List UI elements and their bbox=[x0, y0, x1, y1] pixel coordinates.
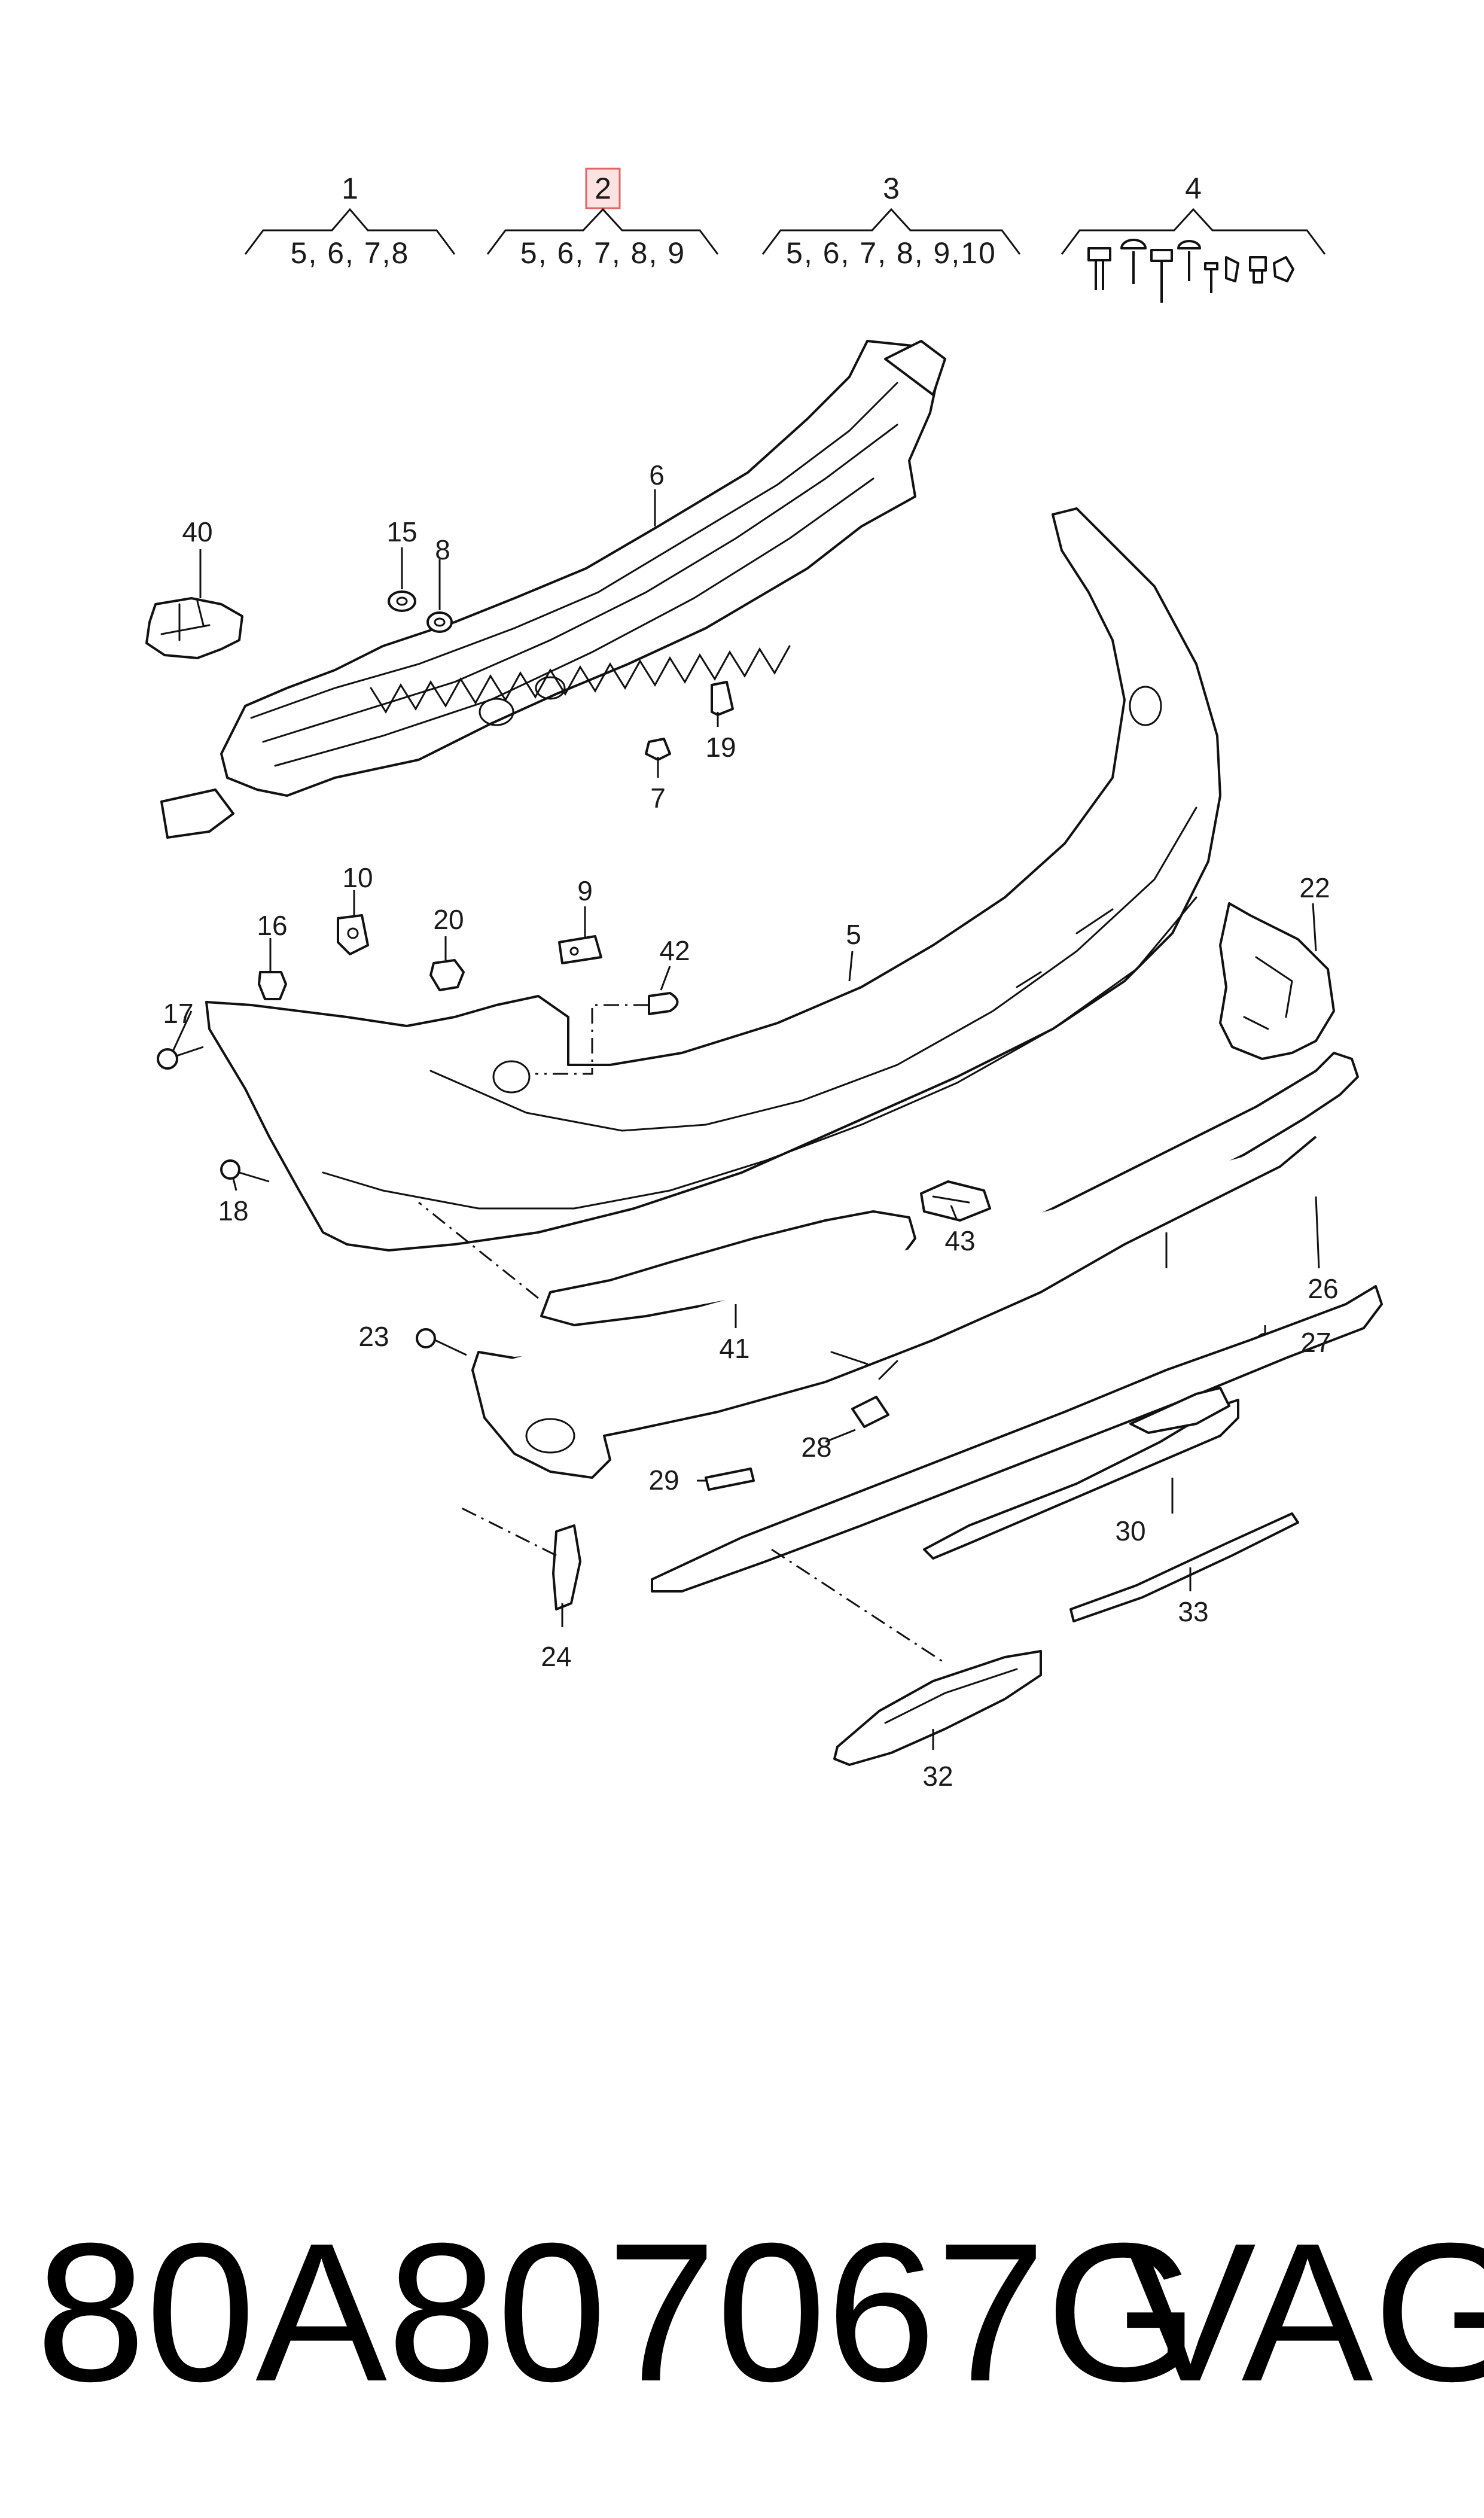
holder-9 bbox=[558, 935, 602, 964]
callout-23: 23 bbox=[358, 1321, 389, 1352]
fastener-set-icon bbox=[1087, 239, 1294, 303]
bracket-40 bbox=[145, 597, 243, 659]
callouts: 40 15 8 6 19 7 10 16 20 9 42 5 22 17 18 … bbox=[163, 459, 1338, 1792]
callout-26: 26 bbox=[1308, 1273, 1338, 1304]
nut-20 bbox=[429, 959, 465, 991]
callout-29: 29 bbox=[648, 1464, 679, 1496]
callout-9: 9 bbox=[577, 875, 593, 906]
kit-2-contents: 5, 6, 7, 8, 9 bbox=[520, 236, 685, 270]
callout-5: 5 bbox=[846, 919, 861, 950]
callout-15: 15 bbox=[386, 516, 417, 547]
screw-23 bbox=[416, 1328, 467, 1356]
cap-28 bbox=[851, 1396, 889, 1428]
callout-leaders bbox=[172, 489, 1320, 1627]
valance-26 bbox=[471, 1052, 1359, 1479]
callout-19: 19 bbox=[705, 732, 736, 763]
callout-42: 42 bbox=[659, 935, 690, 966]
trim-30 bbox=[651, 1285, 1383, 1664]
callout-33: 33 bbox=[1178, 1596, 1208, 1627]
callout-27: 27 bbox=[1300, 1327, 1331, 1358]
kit-4-number: 4 bbox=[1185, 172, 1202, 205]
strip-33 bbox=[1069, 1512, 1299, 1622]
nut-15 bbox=[388, 590, 416, 612]
screw-18 bbox=[220, 1159, 270, 1183]
exhaust-trim-32 bbox=[833, 1650, 1042, 1766]
screw-17 bbox=[157, 1046, 204, 1070]
clip-16 bbox=[258, 956, 287, 1000]
callout-22: 22 bbox=[1299, 872, 1330, 903]
callout-32: 32 bbox=[922, 1761, 953, 1792]
callout-24: 24 bbox=[541, 1641, 571, 1672]
kit-2[interactable]: 2 5, 6, 7, 8, 9 bbox=[486, 168, 719, 270]
callout-16: 16 bbox=[257, 910, 287, 941]
callout-18: 18 bbox=[218, 1195, 248, 1226]
part-number: 80A807067G bbox=[36, 2202, 1200, 2422]
clip-19 bbox=[711, 681, 734, 716]
kit-1-contents: 5, 6, 7,8 bbox=[291, 236, 410, 270]
callout-7: 7 bbox=[650, 783, 666, 814]
bumper-carrier bbox=[160, 340, 946, 839]
callout-41: 41 bbox=[719, 1333, 749, 1364]
bracket-24 bbox=[460, 1506, 581, 1610]
insert-10 bbox=[337, 914, 369, 955]
kit-1-number: 1 bbox=[342, 172, 358, 205]
bumper-cover bbox=[205, 507, 1221, 1252]
callout-8: 8 bbox=[435, 534, 450, 565]
kit-4: 4 bbox=[1061, 172, 1326, 303]
kit-2-number: 2 bbox=[595, 172, 611, 205]
brand-label: VAG bbox=[1125, 2202, 1484, 2422]
callout-43: 43 bbox=[944, 1225, 975, 1256]
kit-3-contents: 5, 6, 7, 8, 9,10 bbox=[786, 236, 997, 270]
bracket-22 bbox=[1219, 902, 1335, 1060]
callout-28: 28 bbox=[801, 1432, 831, 1463]
callout-40: 40 bbox=[182, 516, 212, 547]
callout-20: 20 bbox=[433, 904, 464, 935]
bracket-43 bbox=[920, 1180, 991, 1222]
nut-8 bbox=[426, 611, 453, 633]
plug-42 bbox=[535, 992, 679, 1075]
callout-17: 17 bbox=[163, 998, 193, 1029]
kit-3-number: 3 bbox=[883, 172, 900, 205]
trim-41 bbox=[418, 1201, 916, 1326]
clip-7 bbox=[645, 738, 671, 778]
kit-1: 1 5, 6, 7,8 bbox=[244, 172, 456, 270]
callout-30: 30 bbox=[1115, 1515, 1145, 1546]
callout-6: 6 bbox=[649, 459, 665, 491]
kit-3: 3 5, 6, 7, 8, 9,10 bbox=[761, 172, 1021, 270]
callout-10: 10 bbox=[342, 862, 373, 893]
strip-29 bbox=[705, 1467, 755, 1491]
